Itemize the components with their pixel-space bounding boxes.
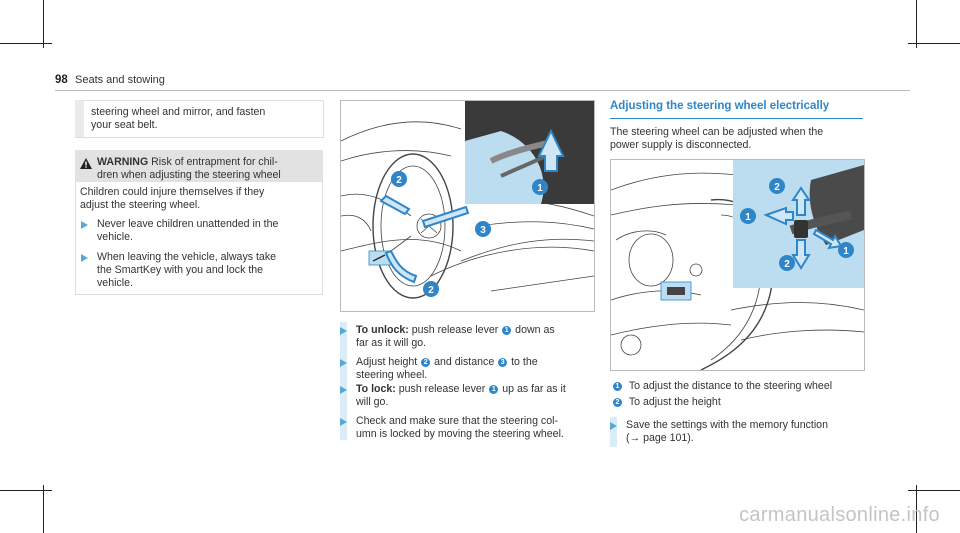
callout-1: 1 <box>843 246 849 257</box>
legend-item: 2 To adjust the height <box>612 396 721 409</box>
legend-item: 1 To adjust the distance to the steering… <box>612 380 832 393</box>
callout-2: 2 <box>784 259 790 270</box>
electric-steering-illustration: 2 1 1 2 <box>611 160 864 370</box>
crop-mark <box>908 43 960 44</box>
page-link[interactable]: (→ page 101). <box>626 432 694 444</box>
warning-bullet-line: vehicle. <box>97 231 133 243</box>
bullet-arrow-icon <box>340 418 347 426</box>
bullet-arrow-icon <box>610 422 617 430</box>
steering-wheel-illustration: 2 1 3 2 <box>341 101 594 299</box>
step-unlock: To unlock: push release lever 1 down as <box>356 324 555 336</box>
callout-3: 3 <box>480 225 486 236</box>
callout-1: 1 <box>537 183 543 194</box>
ref-badge: 1 <box>502 326 512 335</box>
crop-mark <box>43 485 44 533</box>
bullet-arrow-icon <box>340 327 347 335</box>
step-lock-line2: will go. <box>356 396 389 408</box>
crop-mark <box>916 485 917 533</box>
crop-mark <box>916 0 917 48</box>
legend-number: 1 <box>613 382 622 391</box>
page-number: 98 <box>55 74 68 86</box>
step-lock: To lock: push release lever 1 up as far … <box>356 383 566 395</box>
right-intro-line: power supply is disconnected. <box>610 139 752 151</box>
crop-mark <box>908 490 960 491</box>
intro-box <box>75 100 324 138</box>
ref-badge: 2 <box>421 358 431 367</box>
warning-body-line: adjust the steering wheel. <box>80 199 201 211</box>
figure-callouts: 2 1 3 2 <box>391 171 548 297</box>
intro-line: steering wheel and mirror, and fasten <box>91 106 266 118</box>
instruction-strip <box>610 417 617 447</box>
bullet-arrow-icon <box>81 221 88 229</box>
header-rule <box>55 90 910 91</box>
intro-line: your seat belt. <box>91 119 158 131</box>
warning-label: WARNING <box>97 156 149 168</box>
warning-heading: WARNING Risk of entrapment for chil- <box>97 156 278 169</box>
ref-badge: 3 <box>498 358 508 367</box>
callout-1: 1 <box>745 212 751 223</box>
callout-2: 2 <box>396 175 402 186</box>
step-adjust-line2: steering wheel. <box>356 369 428 381</box>
warning-body-line: Children could injure themselves if they <box>80 186 265 198</box>
ref-badge: 1 <box>489 385 499 394</box>
legend-number: 2 <box>613 398 622 407</box>
intro-strip <box>75 100 84 137</box>
steering-column-figure: 2 1 3 2 <box>340 100 595 312</box>
step-check-line2: umn is locked by moving the steering whe… <box>356 428 564 440</box>
warning-body <box>75 182 323 295</box>
warning-header <box>75 150 323 182</box>
warning-bullet-line: vehicle. <box>97 277 133 289</box>
electric-steering-figure: 2 1 1 2 <box>610 159 865 371</box>
step-unlock-line2: far as it will go. <box>356 337 427 349</box>
warning-bullet-line: When leaving the vehicle, always take <box>97 251 277 263</box>
section-heading-rule <box>610 118 863 119</box>
warning-heading-line2: dren when adjusting the steering wheel <box>97 169 281 181</box>
watermark: carmanualsonline.info <box>739 504 940 526</box>
callout-2: 2 <box>774 182 780 193</box>
step-check: Check and make sure that the steering co… <box>356 415 558 427</box>
section-title: Seats and stowing <box>75 74 165 86</box>
bullet-arrow-icon <box>81 254 88 262</box>
crop-mark <box>0 43 52 44</box>
warning-bullet-line: Never leave children unattended in the <box>97 218 279 230</box>
right-intro-line: The steering wheel can be adjusted when … <box>610 126 824 138</box>
figure-callouts: 2 1 1 2 <box>740 178 854 271</box>
warning-bullet-line: the SmartKey with you and lock the <box>97 264 264 276</box>
section-heading: Adjusting the steering wheel electricall… <box>610 100 830 112</box>
crop-mark <box>0 490 52 491</box>
warning-heading-text: Risk of entrapment for chil- <box>148 156 278 168</box>
instruction-strip <box>340 322 347 440</box>
crop-mark <box>43 0 44 48</box>
bullet-arrow-icon <box>340 359 347 367</box>
callout-2: 2 <box>428 285 434 296</box>
warning-icon <box>80 156 92 169</box>
bullet-arrow-icon <box>340 386 347 394</box>
right-step-line: Save the settings with the memory functi… <box>626 419 828 431</box>
step-adjust: Adjust height 2 and distance 3 to the <box>356 356 538 368</box>
